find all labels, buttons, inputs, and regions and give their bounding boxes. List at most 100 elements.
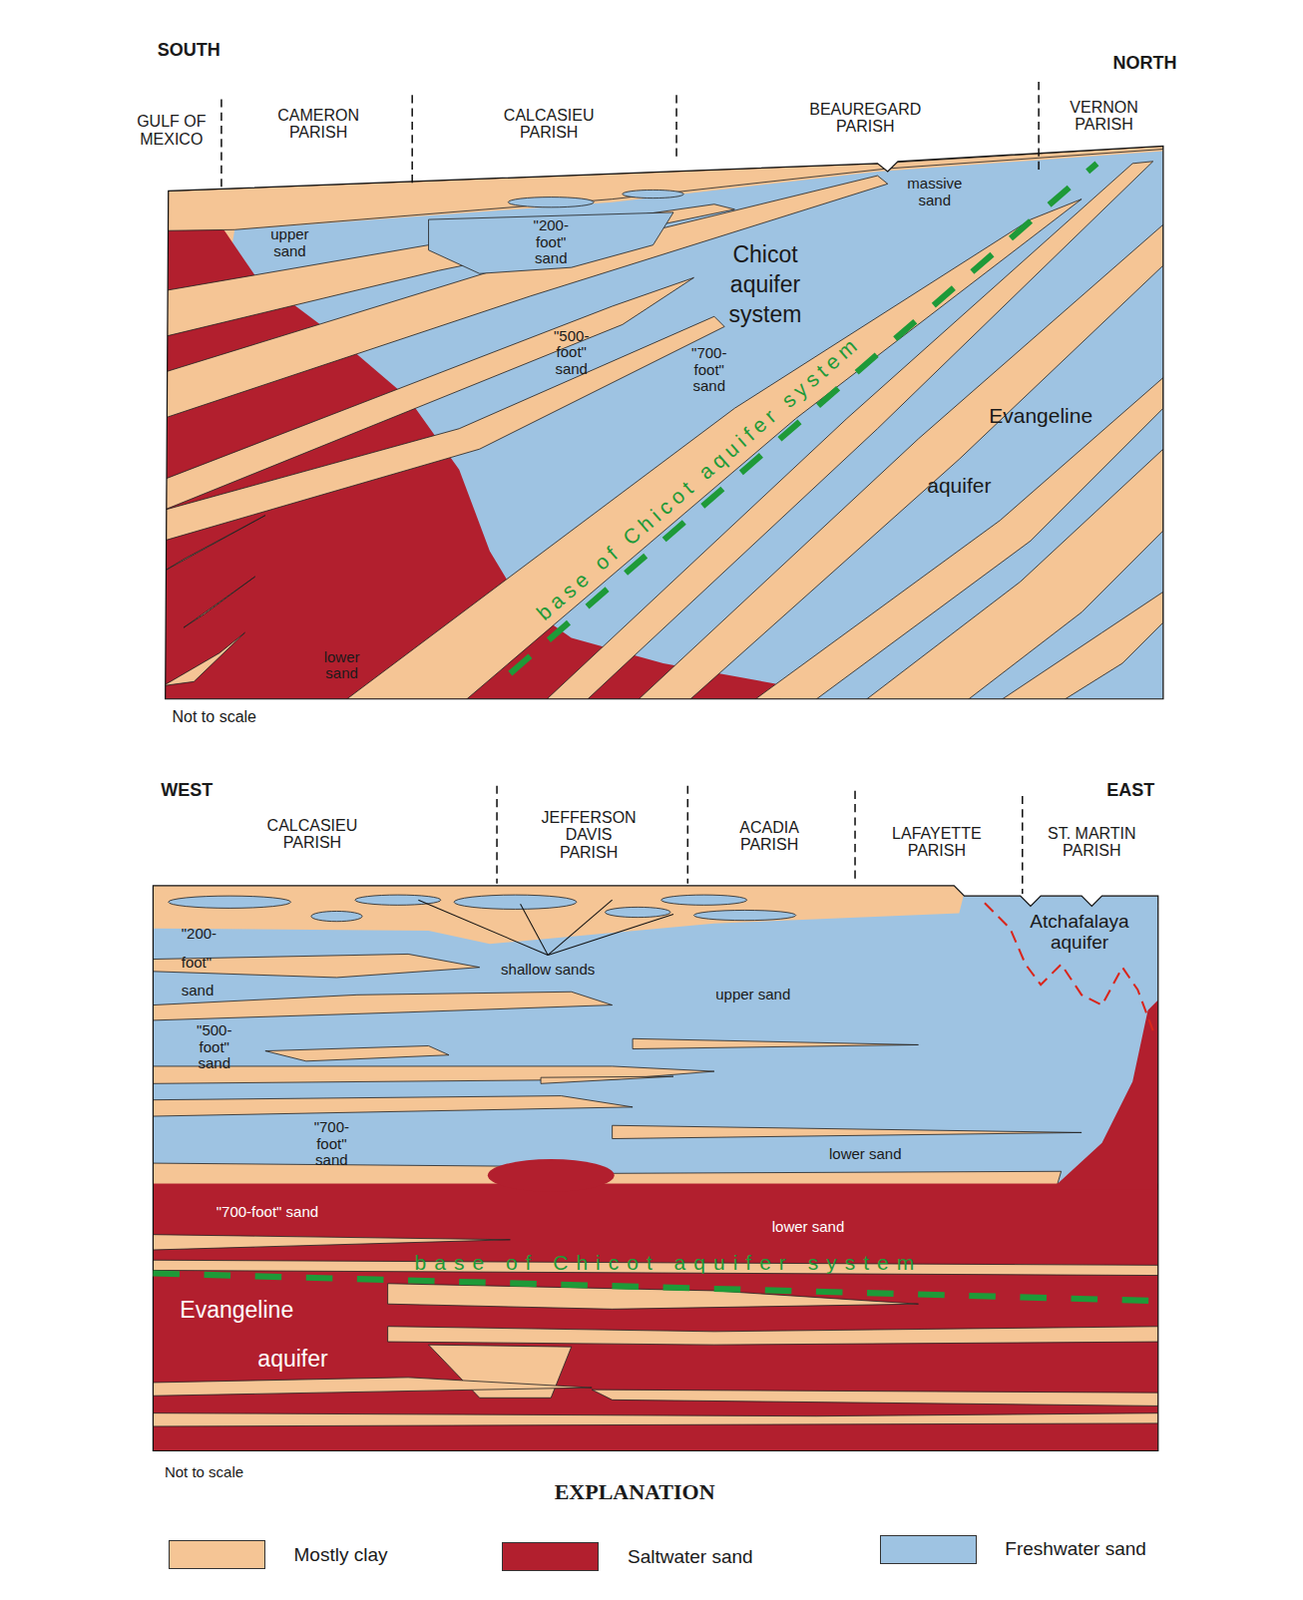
- parish-dividers: [1021, 796, 1024, 894]
- leader-lines: [547, 914, 674, 956]
- unit-label: "700-foot" sand: [691, 345, 727, 396]
- unit-label: lower sand: [772, 1219, 846, 1237]
- base-label: base of Chicot aquifer system: [415, 1252, 923, 1276]
- unit-label: upper sand: [715, 986, 791, 1004]
- parish-dividers: [496, 786, 1023, 894]
- unit-label: "700-foot" sand: [314, 1120, 350, 1171]
- aquifer-label: Evangeline: [988, 405, 1093, 429]
- west-east-section: [152, 1066, 714, 1084]
- unit-label: "500-foot" sand: [196, 1023, 232, 1074]
- west-east-section: [152, 1235, 1163, 1427]
- west-east-section: [540, 1076, 674, 1084]
- parish-label: ST. MARTIN PARISH: [1034, 825, 1150, 861]
- west-east-section: [265, 1045, 449, 1061]
- parish-label: CALCASIEU PARISH: [257, 817, 368, 853]
- aquifer-label: aquifer: [257, 1347, 328, 1373]
- parish-label: JEFFERSON DAVIS PARISH: [536, 808, 642, 862]
- parish-label: ACADIA PARISH: [724, 819, 815, 855]
- west-east-section: [152, 953, 1082, 1189]
- unit-label: massive sand: [906, 175, 962, 209]
- aquifer-boundary: [984, 902, 1154, 1031]
- west-east-section: [142, 877, 1174, 1460]
- unit-label: upper sand: [270, 226, 309, 260]
- leader-lines: [547, 899, 612, 955]
- parish-label: CALCASIEU PARISH: [493, 106, 604, 142]
- parish-label: CAMERON PARISH: [263, 106, 374, 142]
- legend-swatch: [168, 1540, 266, 1570]
- west-east-section: [152, 1235, 510, 1251]
- west-east-section: [388, 1326, 1164, 1345]
- west-east-section: [152, 892, 1163, 1190]
- unit-label: "200-foot" sand: [533, 218, 569, 269]
- west-east-section: [388, 1284, 919, 1310]
- north-south-section: [507, 197, 594, 208]
- leader-lines: [418, 899, 548, 955]
- compass-label: EAST: [1106, 781, 1155, 802]
- unit-label: "700-foot" sand: [216, 1204, 319, 1222]
- north-south-section: [152, 151, 1163, 716]
- legend-title: EXPLANATION: [554, 1480, 716, 1505]
- west-east-section: [487, 1159, 615, 1193]
- unit-label: shallow sands: [500, 960, 595, 978]
- parish-label: LAFAYETTE PARISH: [881, 825, 992, 861]
- parish-dividers: [854, 791, 857, 884]
- north-south-section: [429, 212, 674, 274]
- west-east-section: [152, 991, 612, 1021]
- parish-dividers: [495, 786, 498, 884]
- scale-note: Not to scale: [172, 708, 257, 727]
- west-east-section: [632, 1038, 918, 1049]
- unit-label: lower sand: [829, 1145, 902, 1163]
- unit-label: "500-foot" sand: [553, 328, 589, 379]
- compass-label: SOUTH: [157, 40, 221, 61]
- west-east-section: [168, 894, 797, 922]
- north-south-section: [429, 189, 685, 274]
- legend-swatch: [879, 1535, 977, 1565]
- parish-dividers: [687, 786, 690, 884]
- west-east-section: [612, 1125, 1082, 1139]
- legend-swatch: [501, 1542, 599, 1572]
- west-east-section: [142, 877, 1174, 1460]
- aquifer-label: Atchafalaya aquifer: [1029, 911, 1129, 954]
- north-south-section: [847, 448, 1164, 715]
- north-south-section: [979, 591, 1164, 715]
- north-south-section: [734, 378, 1164, 715]
- legend-text: Freshwater sand: [1004, 1538, 1147, 1561]
- west-east-section: [604, 906, 670, 917]
- parish-dividers: [220, 98, 223, 189]
- west-east-section: [152, 1377, 592, 1396]
- north-south-section: [152, 132, 1174, 715]
- aquifer-label: Evangeline: [179, 1299, 294, 1324]
- north-south-section: [163, 515, 266, 572]
- aquifer-label: aquifer: [926, 473, 991, 497]
- base-line: [509, 163, 1097, 674]
- parish-label: BEAUREGARD PARISH: [805, 100, 925, 136]
- west-east-section: [453, 894, 577, 909]
- aquifer-label: Chicot aquifer system: [729, 241, 803, 332]
- legend-text: Saltwater sand: [627, 1546, 754, 1569]
- west-east-section: [152, 1096, 633, 1117]
- north-south-section: [183, 576, 256, 628]
- west-east-section: [168, 895, 292, 908]
- scale-note: Not to scale: [164, 1464, 244, 1482]
- parish-dividers: [675, 94, 678, 161]
- west-east-section: [591, 1389, 1164, 1406]
- unit-label: lower sand: [324, 648, 361, 682]
- west-east-section: [693, 909, 796, 920]
- leader-lines: [520, 903, 549, 955]
- west-east-section: [152, 1413, 1163, 1427]
- parish-label: VERNON PARISH: [1054, 98, 1155, 134]
- north-south-section: [163, 145, 1164, 715]
- compass-label: WEST: [160, 781, 213, 802]
- parish-dividers: [1037, 81, 1040, 172]
- leader-lines: [418, 899, 674, 955]
- legend-text: Mostly clay: [294, 1544, 389, 1567]
- west-east-section: [661, 894, 748, 905]
- section-frame: [152, 885, 1158, 1452]
- water-label: GULF OF MEXICO: [126, 112, 217, 148]
- west-east-section: [311, 910, 363, 921]
- west-east-section: [142, 1184, 1174, 1460]
- north-south-section: [163, 277, 695, 510]
- parish-dividers: [411, 94, 414, 184]
